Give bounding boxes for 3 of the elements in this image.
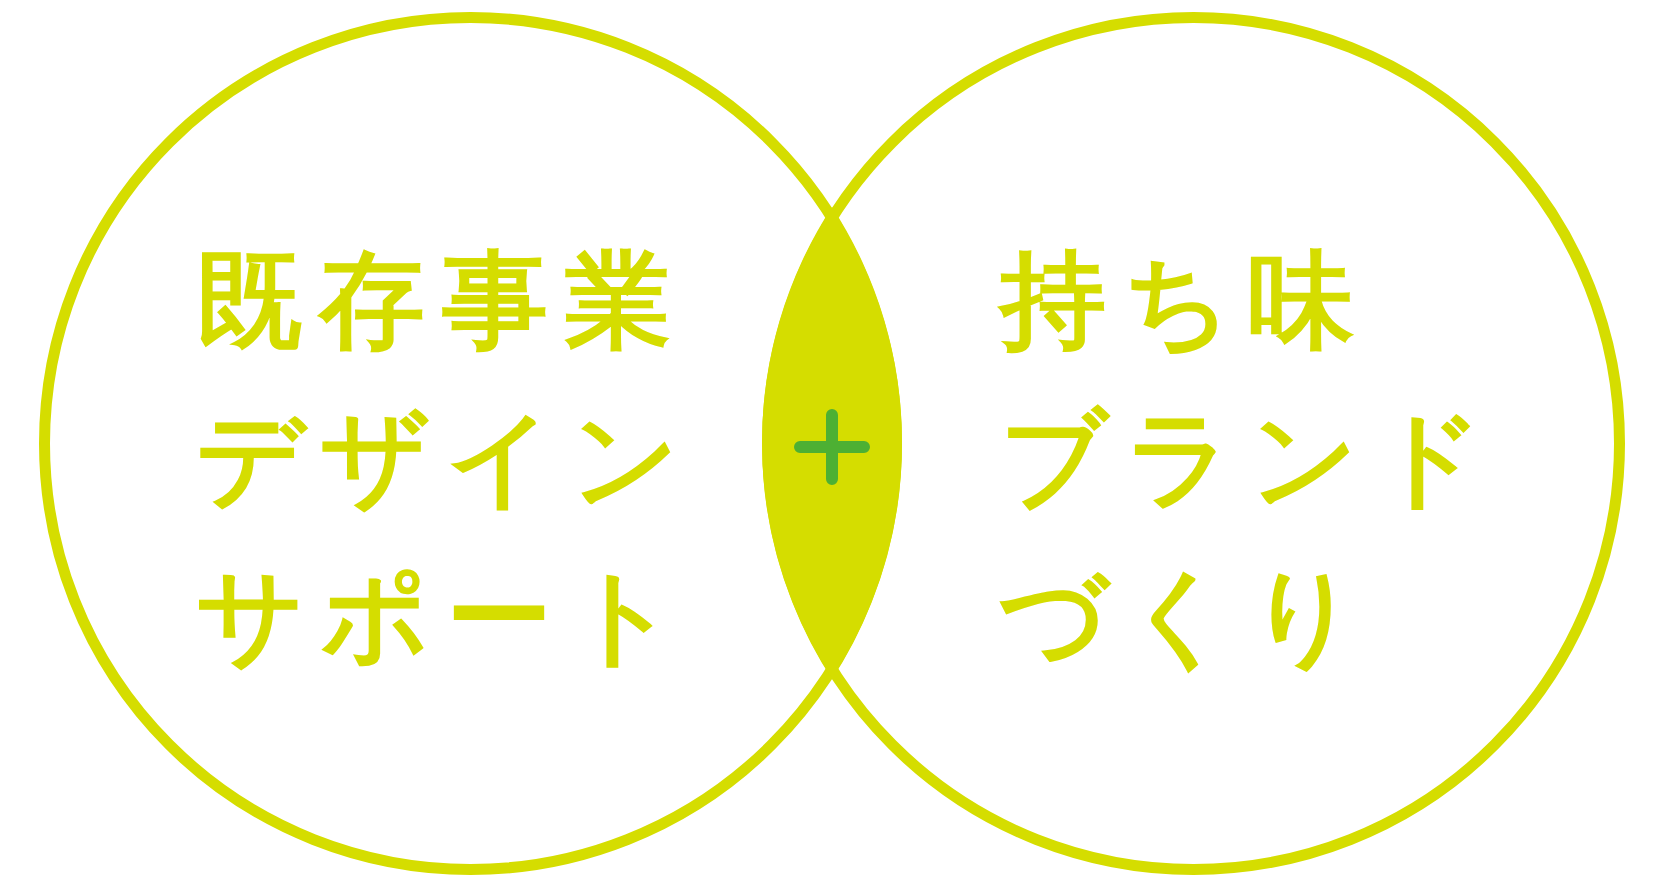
venn-circle — [761, 11, 1625, 875]
circle-label: 既存事業デザインサポート — [196, 238, 696, 680]
venn-circle — [38, 11, 902, 875]
